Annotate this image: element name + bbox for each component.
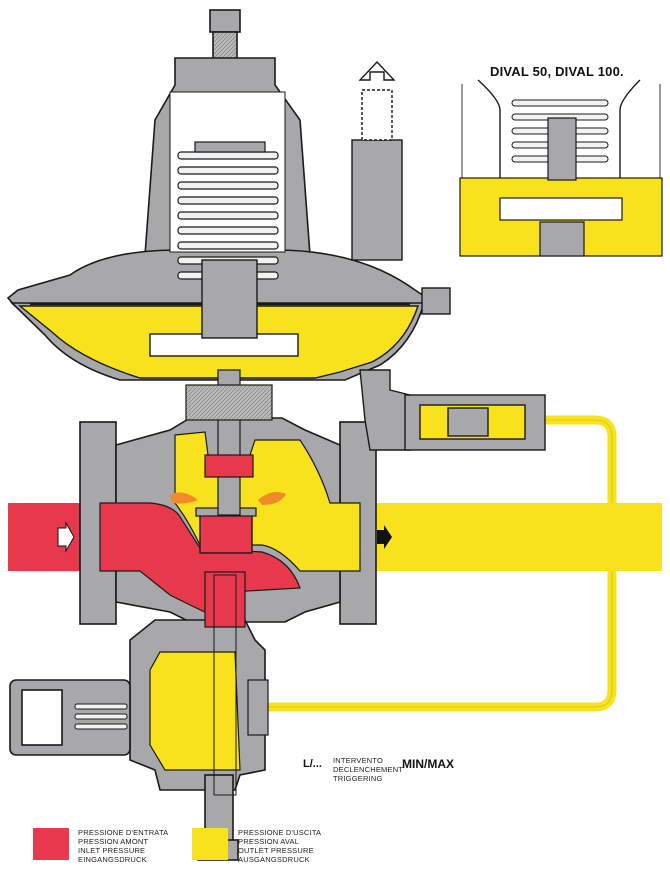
outlet-flow-arrow <box>377 525 392 549</box>
pilot-spring <box>74 703 128 730</box>
inset-detail <box>458 79 663 257</box>
legend-outlet-de: AUSGANGSDRUCK <box>238 855 310 864</box>
inlet-flow-arrow <box>57 521 75 553</box>
legend-inlet-label: PRESSIONE D'ENTRATA PRESSION AMONT INLET… <box>78 828 168 864</box>
trigger-code: L/... <box>303 758 322 770</box>
legend-outlet-it: PRESSIONE D'USCITA <box>238 828 322 837</box>
relief-valve <box>351 60 403 261</box>
legend-inlet-it: PRESSIONE D'ENTRATA <box>78 828 169 837</box>
trigger-label-fr: DECLENCHEMENT <box>333 765 404 774</box>
trigger-label-en: TRIGGERING <box>333 774 383 783</box>
sensing-fitting <box>359 369 546 451</box>
legend-inlet-en: INLET PRESSURE <box>78 846 146 855</box>
legend-outlet-label: PRESSIONE D'USCITA PRESSION AVAL OUTLET … <box>238 828 321 864</box>
trigger-label-it: INTERVENTO <box>333 756 384 765</box>
trigger-range: MIN/MAX <box>402 757 454 771</box>
legend-swatch-outlet <box>192 828 228 860</box>
adjusting-cap <box>209 9 241 33</box>
legend-swatch-inlet <box>33 828 69 860</box>
trigger-label: INTERVENTO DECLENCHEMENT TRIGGERING <box>333 756 403 783</box>
legend-inlet-de: EINGANGSDRUCK <box>78 855 147 864</box>
inset-title: DIVAL 50, DIVAL 100. <box>490 64 624 79</box>
legend-inlet-fr: PRESSION AMONT <box>78 837 149 846</box>
legend-outlet-fr: PRESSION AVAL <box>238 837 300 846</box>
pilot-chamber <box>149 651 241 771</box>
outlet-pipe <box>350 503 662 571</box>
legend-outlet-en: OUTLET PRESSURE <box>238 846 314 855</box>
